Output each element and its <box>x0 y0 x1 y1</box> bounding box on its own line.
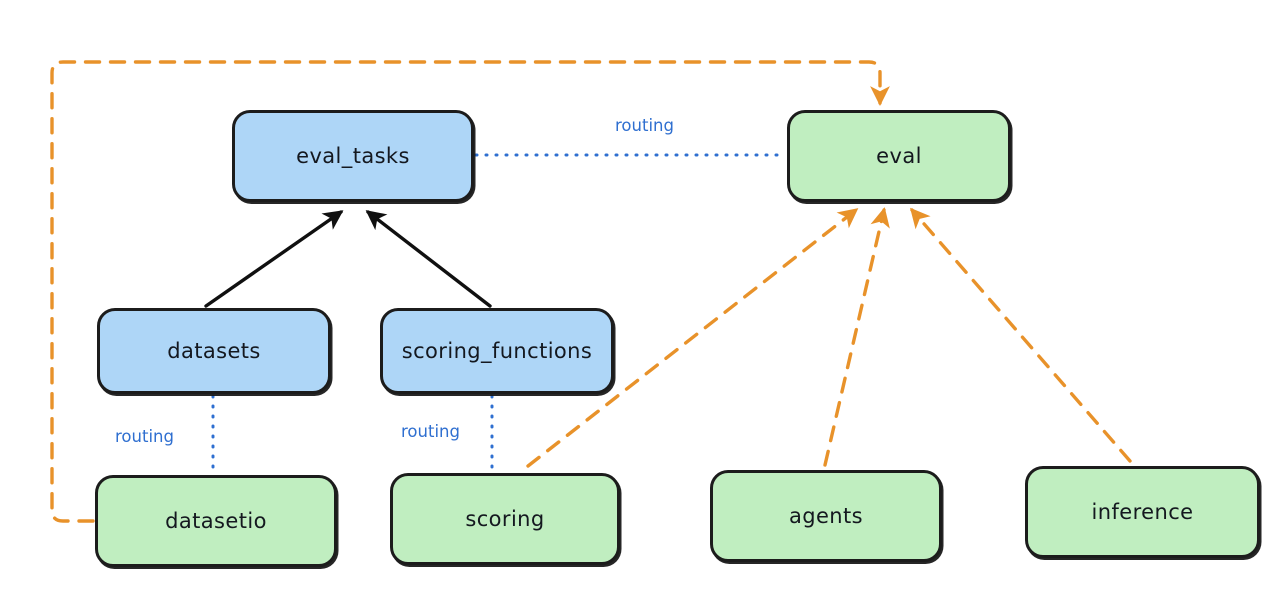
node-eval-tasks[interactable]: eval_tasks <box>232 110 474 202</box>
node-label-eval: eval <box>876 144 922 168</box>
edge-label-eval-tasks-routing: routing <box>612 116 677 135</box>
node-label-agents: agents <box>788 504 863 528</box>
node-label-inference: inference <box>1091 500 1194 524</box>
node-inference[interactable]: inference <box>1025 466 1260 558</box>
node-scoring-functions[interactable]: scoring_functions <box>380 308 614 394</box>
edge-agents-to-eval <box>823 207 890 467</box>
node-agents[interactable]: agents <box>710 470 942 562</box>
edge-inference-to-eval <box>910 207 1132 463</box>
node-datasets[interactable]: datasets <box>97 308 331 394</box>
edge-label-datasets-routing: routing <box>112 427 177 446</box>
node-label-scoring-functions: scoring_functions <box>401 339 593 363</box>
edge-label-scoring-functions-routing: routing <box>398 422 463 441</box>
node-eval[interactable]: eval <box>787 110 1011 202</box>
edge-scoring-to-eval <box>526 208 859 468</box>
edge-datasets-to-eval-tasks <box>204 210 344 308</box>
node-label-datasets: datasets <box>167 339 261 363</box>
node-label-datasetio: datasetio <box>165 509 267 533</box>
edge-scoring-functions-to-eval-tasks <box>365 210 492 308</box>
node-label-scoring: scoring <box>465 507 545 531</box>
edge-datasetio-to-eval <box>50 60 890 523</box>
node-label-eval-tasks: eval_tasks <box>296 144 410 168</box>
node-scoring[interactable]: scoring <box>390 473 620 565</box>
node-datasetio[interactable]: datasetio <box>95 475 337 567</box>
